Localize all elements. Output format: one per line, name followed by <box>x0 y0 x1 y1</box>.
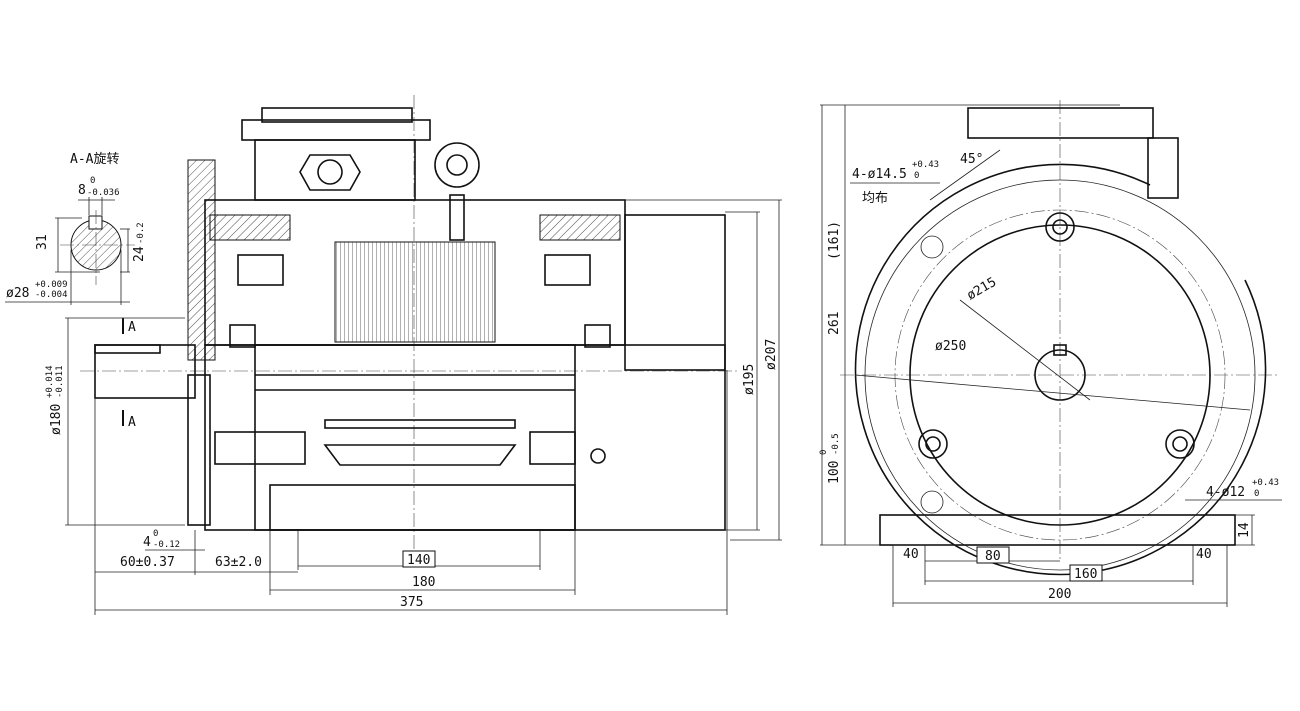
tol-lower: -0.2 <box>136 222 146 244</box>
tol-upper: +0.43 <box>912 160 939 170</box>
winding-left <box>237 254 284 286</box>
foot-hole-label: 4-ø12 <box>1206 485 1245 500</box>
end-view: 261 (161) 100 0 -0.5 4-ø14.5 +0.43 0 均布 … <box>819 100 1282 607</box>
angle-dim: 45° <box>960 152 983 167</box>
frame-outline <box>204 344 726 531</box>
flange-face <box>909 224 1211 526</box>
terminal-box-lid <box>241 119 431 141</box>
stator-core <box>334 241 496 343</box>
total-length-dim: 375 <box>400 595 423 610</box>
total-height-dim: 261 <box>827 312 842 335</box>
shaft-length-dim: 60±0.37 <box>120 555 175 570</box>
key-width-dim: 8 <box>78 183 86 198</box>
foot-width-dim: 160 <box>1074 567 1097 582</box>
tol-upper: +0.43 <box>1252 478 1279 488</box>
foot-inner-dim: 140 <box>407 553 430 568</box>
height-ref-dim: (161) <box>827 221 842 260</box>
section-title: A-A旋转 <box>70 152 119 167</box>
section-mark-bottom: A <box>128 415 136 430</box>
shaft-depth-dim: 24 <box>132 246 147 262</box>
feet-end <box>879 514 1236 546</box>
terminal-box <box>254 139 416 201</box>
tol-lower: -0.011 <box>55 365 65 398</box>
flange-thk-dim: 4 <box>143 535 151 550</box>
earth-terminal <box>590 448 606 464</box>
dia-195-dim: ø195 <box>742 364 757 395</box>
frame-outer <box>854 163 1267 576</box>
tol-lower: -0.004 <box>35 290 68 300</box>
terminal-box-end <box>967 107 1154 139</box>
tol-lower: -0.036 <box>87 188 120 198</box>
flange-dia-dim: ø250 <box>935 339 966 354</box>
total-width-dim: 200 <box>1048 587 1071 602</box>
flange-section <box>187 159 216 361</box>
side-view: A A 375 <box>45 95 782 615</box>
lifting-eye <box>434 142 480 188</box>
center-height-dim: 100 <box>827 461 842 484</box>
half-width-dim: 80 <box>985 549 1001 564</box>
key <box>88 215 103 230</box>
foot-span-dim: 180 <box>412 575 435 590</box>
tol-upper: 0 <box>90 176 95 186</box>
flange <box>187 374 211 526</box>
tol-upper: 0 <box>819 450 829 455</box>
hole-label: 4-ø14.5 <box>852 167 907 182</box>
foot <box>269 484 576 531</box>
section-aa: A-A旋转 8 0 -0.036 31 24 -0.2 ø28 +0.009 -… <box>5 152 147 305</box>
winding-right <box>544 254 591 286</box>
dia-207-dim: ø207 <box>764 339 779 370</box>
foot-edge-left-dim: 40 <box>903 547 919 562</box>
fan-cover <box>624 214 726 371</box>
spigot-dia-dim: ø180 <box>49 404 64 435</box>
tol-upper: +0.009 <box>35 280 68 290</box>
shaft-end <box>1034 349 1086 401</box>
section-mark-top: A <box>128 320 136 335</box>
pcd-dim: ø215 <box>965 275 1000 304</box>
hole-note: 均布 <box>862 191 888 206</box>
foot-thk-dim: 14 <box>1237 522 1252 538</box>
tol-upper: +0.014 <box>45 365 55 398</box>
tol-lower: 0 <box>914 171 919 181</box>
foot-edge-right-dim: 40 <box>1196 547 1212 562</box>
key-height-dim: 31 <box>35 234 50 250</box>
tol-upper: 0 <box>153 529 158 539</box>
cable-gland <box>299 154 361 191</box>
shaft-to-foot-dim: 63±2.0 <box>215 555 262 570</box>
tol-lower: 0 <box>1254 489 1259 499</box>
tol-lower: -0.5 <box>831 433 841 455</box>
shaft-dia-dim: ø28 <box>6 286 29 301</box>
tol-lower: -0.12 <box>153 540 180 550</box>
